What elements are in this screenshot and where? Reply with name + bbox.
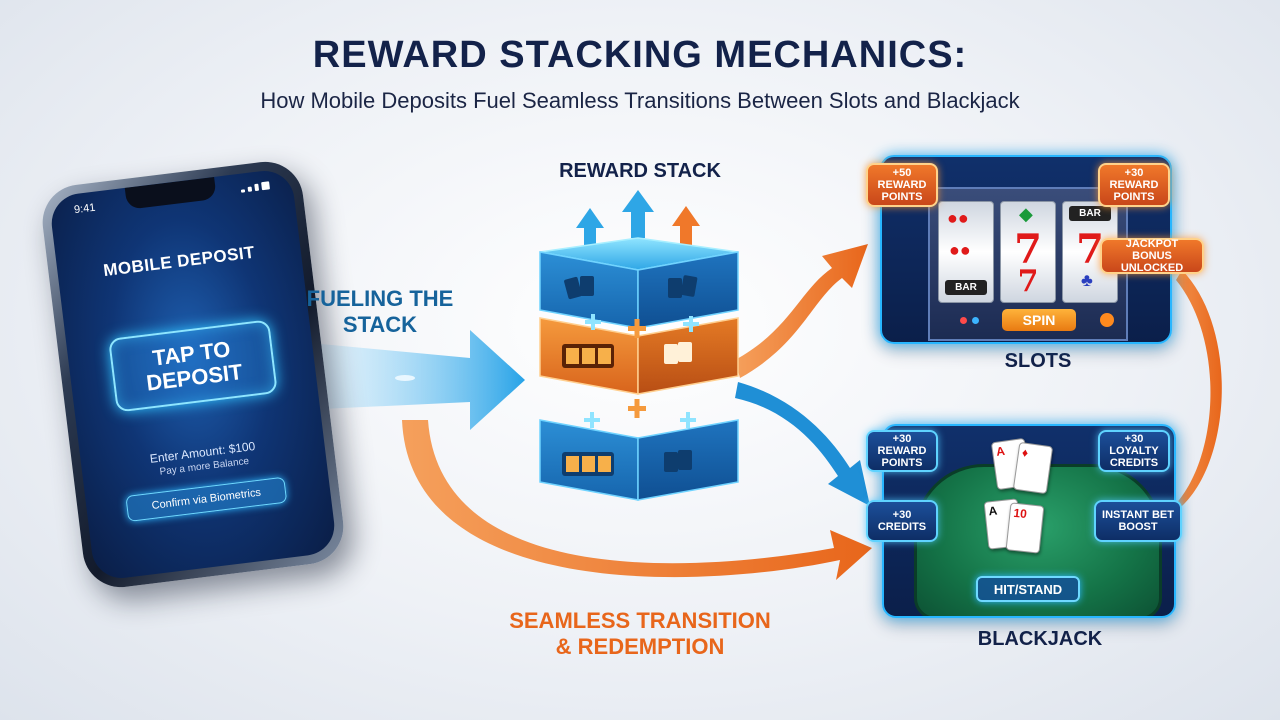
blackjack-reward-badge: +30 REWARD POINTS [866,430,938,472]
slot-reel-2: ◆ 7 7 [1000,201,1056,303]
blackjack-label: BLACKJACK [977,628,1103,650]
redemption-flow-arrow [402,420,872,580]
phone-screen: 9:41 MOBILE DEPOSIT TAP TO DEPOSIT Enter… [48,167,338,582]
loyalty-credits-badge: +30 LOYALTY CREDITS [1098,430,1170,472]
slots-to-blackjack-arrow [1158,270,1222,524]
slot-reel-1: ●● ●● BAR [938,201,994,303]
credits-badge: +30 CREDITS [866,500,938,542]
hit-stand-button[interactable]: HIT/STAND [976,576,1080,602]
mobile-phone: 9:41 MOBILE DEPOSIT TAP TO DEPOSIT Enter… [38,157,348,592]
confirm-biometrics-button[interactable]: Confirm via Biometrics [125,476,288,522]
mobile-deposit-title: MOBILE DEPOSIT [102,242,256,281]
signal-icon [240,181,271,193]
slot-light-blue [972,317,979,324]
reward-stack-cube [539,190,739,501]
stack-to-slots-arrow [735,244,868,378]
player-card-2: 10 [1005,502,1045,554]
stack-to-blackjack-arrow [735,382,870,506]
dealer-card-2: ♦ [1012,441,1054,495]
slot-light-red [960,317,967,324]
transition-label: SEAMLESS TRANSITION & REDEMPTION [509,608,771,660]
slots-label: SLOTS [1004,350,1072,372]
fueling-label: FUELING THE STACK [306,286,454,338]
deposit-flow-arrow [300,330,525,430]
jackpot-bonus-badge: JACKPOT BONUS UNLOCKED [1100,238,1204,274]
phone-time: 9:41 [73,201,97,217]
tap-to-deposit-button[interactable]: TAP TO DEPOSIT [108,319,278,413]
slot-knob [1100,313,1114,327]
page-title: REWARD STACKING MECHANICS: [312,34,968,76]
slots-reward-badge-right: +30 REWARD POINTS [1098,163,1170,207]
instant-bet-boost-badge: INSTANT BET BOOST [1094,500,1182,542]
slots-reward-badge-left: +50 REWARD POINTS [866,163,938,207]
reward-stack-label: REWARD STACK [559,160,721,182]
spin-button[interactable]: SPIN [1002,309,1076,331]
page-subtitle: How Mobile Deposits Fuel Seamless Transi… [260,88,1020,113]
slot-machine: ●● ●● BAR ◆ 7 7 BAR 7 ♣ SPIN [928,187,1128,341]
slot-reel-3: BAR 7 ♣ [1062,201,1118,303]
